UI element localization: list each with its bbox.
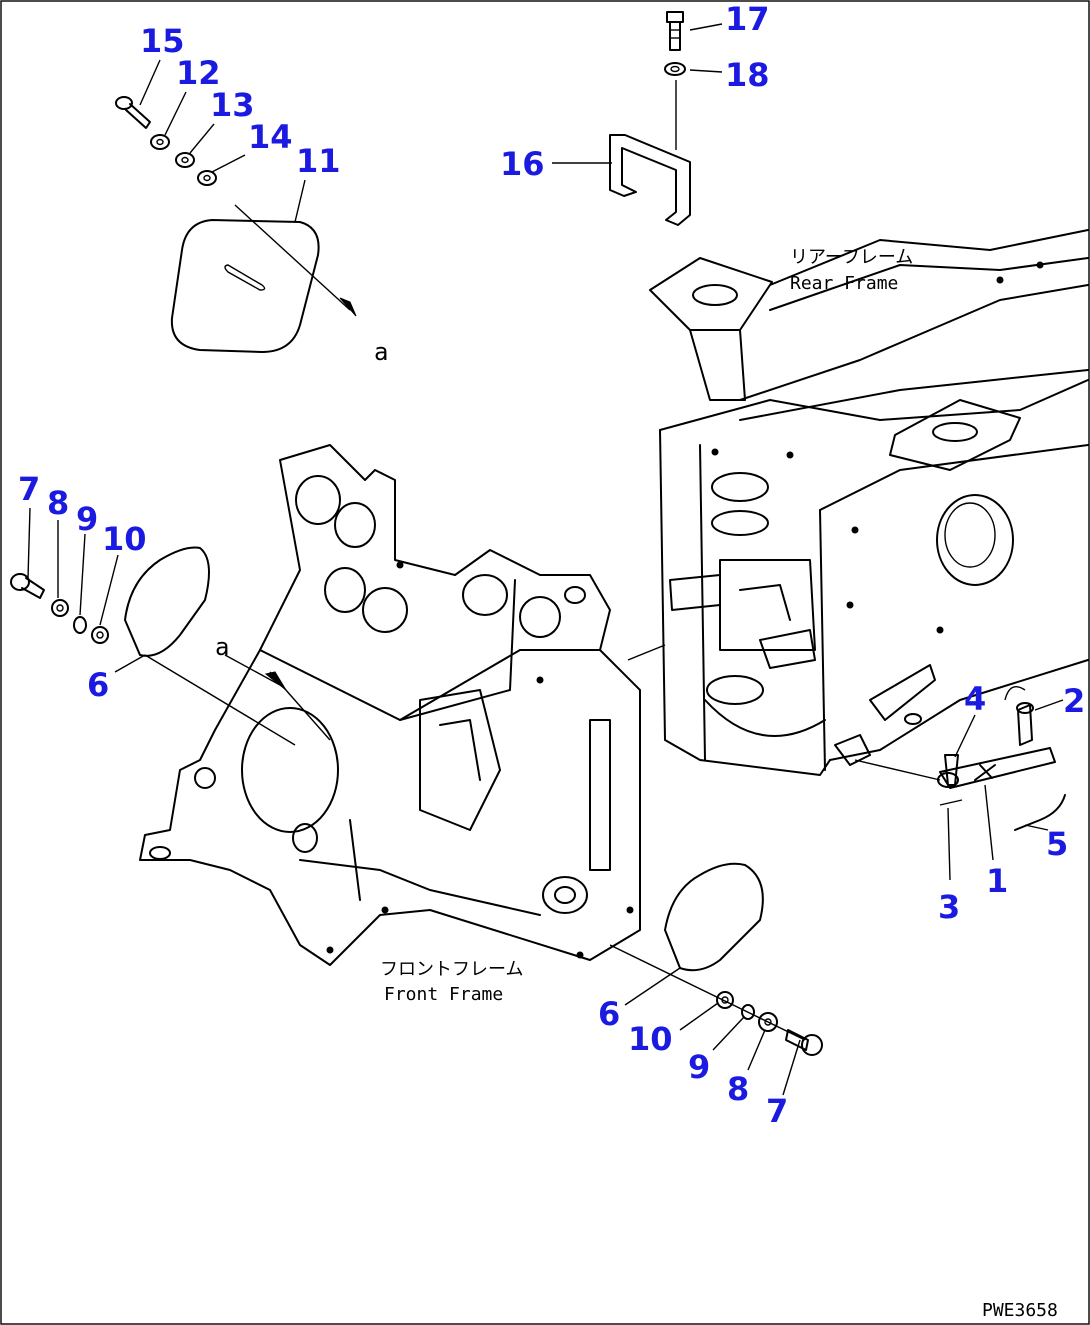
front-frame-label-en: Front Frame	[384, 984, 503, 1005]
washer-10-right	[716, 991, 734, 1009]
rear-frame	[627, 229, 1089, 776]
callout-6-right: 6	[598, 995, 620, 1033]
callout-numbers: 15 12 13 14 11 17 18 16 7 8 9 10 6 4 2 5…	[18, 0, 1085, 1130]
link-plate-1	[939, 747, 1056, 789]
cover-disc-right	[609, 862, 823, 1056]
bolt-17	[666, 11, 684, 51]
pin-4	[944, 754, 959, 786]
callout-9-left: 9	[76, 500, 98, 538]
callout-8-right: 8	[727, 1070, 749, 1108]
rear-frame-label-en: Rear Frame	[790, 273, 898, 294]
bracket-16	[609, 134, 691, 226]
ref-mark-a-cover: a	[374, 338, 388, 366]
spring-5	[1014, 794, 1066, 831]
callout-18: 18	[725, 56, 770, 94]
callout-16: 16	[500, 145, 545, 183]
callout-14: 14	[248, 118, 293, 156]
rear-pivot-lower	[706, 675, 764, 705]
callout-9-right: 9	[688, 1048, 710, 1086]
bolt-15	[115, 96, 151, 129]
callout-11: 11	[296, 142, 341, 180]
cover-arrow	[339, 297, 357, 317]
ref-mark-a-frame: a	[215, 633, 229, 661]
front-opening-left	[241, 707, 339, 833]
pin-2	[1017, 704, 1033, 746]
drawing-number: PWE3658	[982, 1300, 1058, 1321]
front-boss-upper-right	[462, 574, 508, 616]
pin-3	[939, 799, 963, 806]
callout-6-left: 6	[87, 666, 109, 704]
bolt-7-left	[10, 573, 45, 599]
washer-12	[150, 134, 170, 150]
callout-4: 4	[964, 680, 986, 718]
callout-10-right: 10	[628, 1020, 673, 1058]
front-frame-label-jp: フロントフレーム	[380, 959, 523, 980]
bolt-7-right	[785, 1029, 823, 1056]
link-assembly	[854, 686, 1066, 831]
callout-5: 5	[1046, 825, 1068, 863]
rear-frame-label-jp: リアーフレーム	[790, 247, 913, 268]
callout-2: 2	[1063, 682, 1085, 720]
callout-8-left: 8	[47, 484, 69, 522]
callout-12: 12	[176, 54, 221, 92]
cover-plate-assembly	[115, 96, 357, 353]
callout-3: 3	[938, 888, 960, 926]
washer-9-left	[73, 616, 87, 634]
callout-leaders	[27, 23, 1064, 1096]
callout-10-left: 10	[102, 520, 147, 558]
washer-9-right	[741, 1004, 755, 1020]
bracket-assembly	[609, 11, 691, 226]
callout-17: 17	[725, 0, 770, 38]
callout-7-left: 7	[18, 470, 40, 508]
front-opening-center	[419, 689, 501, 831]
washer-18	[664, 62, 686, 76]
washer-14	[197, 170, 217, 186]
callout-15: 15	[140, 22, 185, 60]
cover-disc-left	[10, 546, 296, 746]
callout-13: 13	[210, 86, 255, 124]
front-boss-upper-left	[295, 475, 341, 525]
washer-8-left	[51, 599, 69, 617]
cover-plate	[170, 219, 320, 353]
cover-leader-line	[234, 204, 351, 311]
rear-hatch	[936, 494, 1014, 586]
washer-10-left	[91, 626, 109, 644]
washer-8-right	[758, 1012, 778, 1032]
rear-pivot-upper	[711, 472, 769, 502]
rear-top-plate	[649, 257, 773, 331]
washer-13	[175, 152, 195, 168]
callout-1: 1	[986, 862, 1008, 900]
cover-slot	[224, 264, 266, 291]
callout-7-right: 7	[766, 1092, 788, 1130]
front-frame	[139, 444, 641, 966]
